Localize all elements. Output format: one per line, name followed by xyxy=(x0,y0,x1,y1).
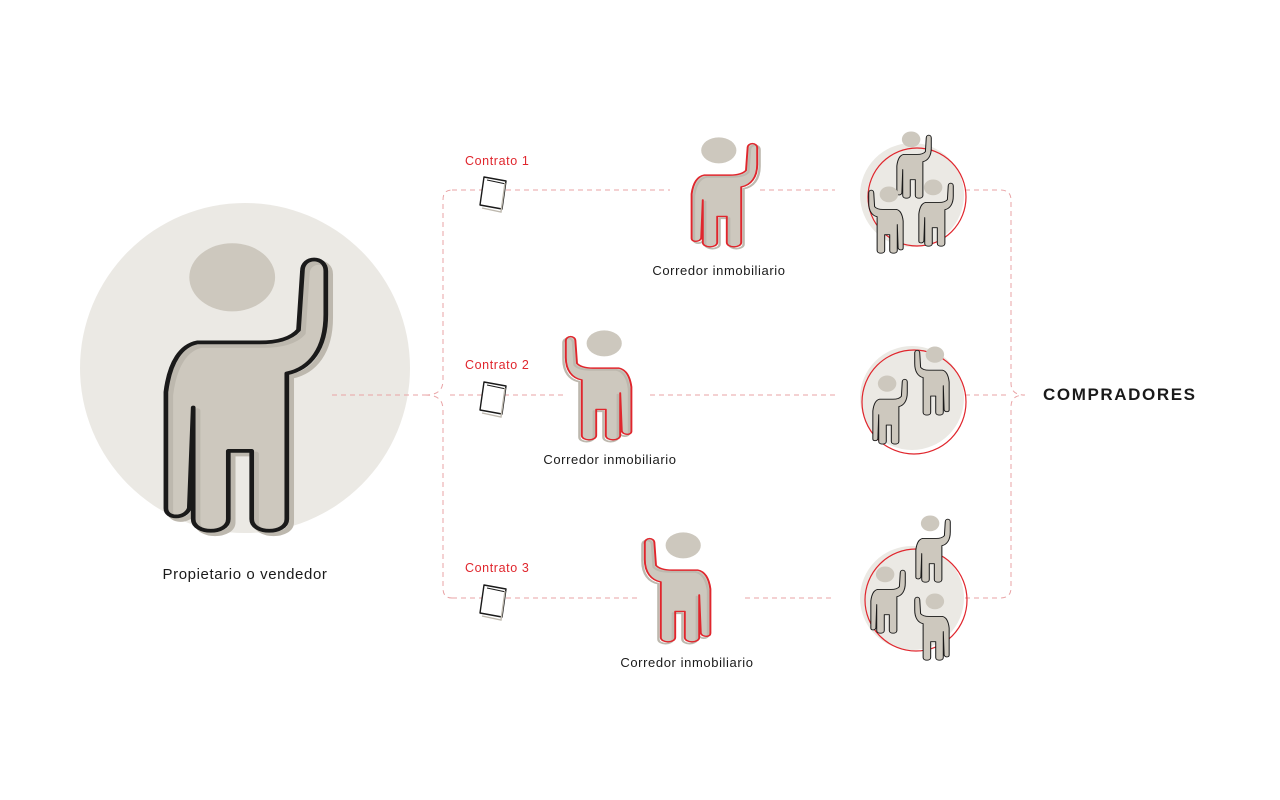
contract-3-document-icon xyxy=(479,584,507,621)
buyers-group-2-icon xyxy=(860,346,967,455)
seller-label: Propietario o vendedor xyxy=(163,566,328,583)
seller-figure xyxy=(80,203,410,534)
broker-1-figure xyxy=(690,137,761,250)
contract-1-document-icon xyxy=(479,176,507,213)
contract-2-label: Contrato 2 xyxy=(465,358,529,372)
contract-3-label: Contrato 3 xyxy=(465,561,529,575)
broker-2-label: Corredor inmobiliario xyxy=(543,452,676,467)
broker-3-label: Corredor inmobiliario xyxy=(620,655,753,670)
contract-2-document-icon xyxy=(479,381,507,418)
contract-1-label: Contrato 1 xyxy=(465,154,529,168)
buyers-group-1-icon xyxy=(860,131,967,254)
buyers-group-3-icon xyxy=(860,515,968,661)
broker-3-figure xyxy=(641,532,712,645)
buyers-label: COMPRADORES xyxy=(1043,385,1197,404)
broker-1-label: Corredor inmobiliario xyxy=(652,263,785,278)
broker-2-figure xyxy=(562,330,633,443)
